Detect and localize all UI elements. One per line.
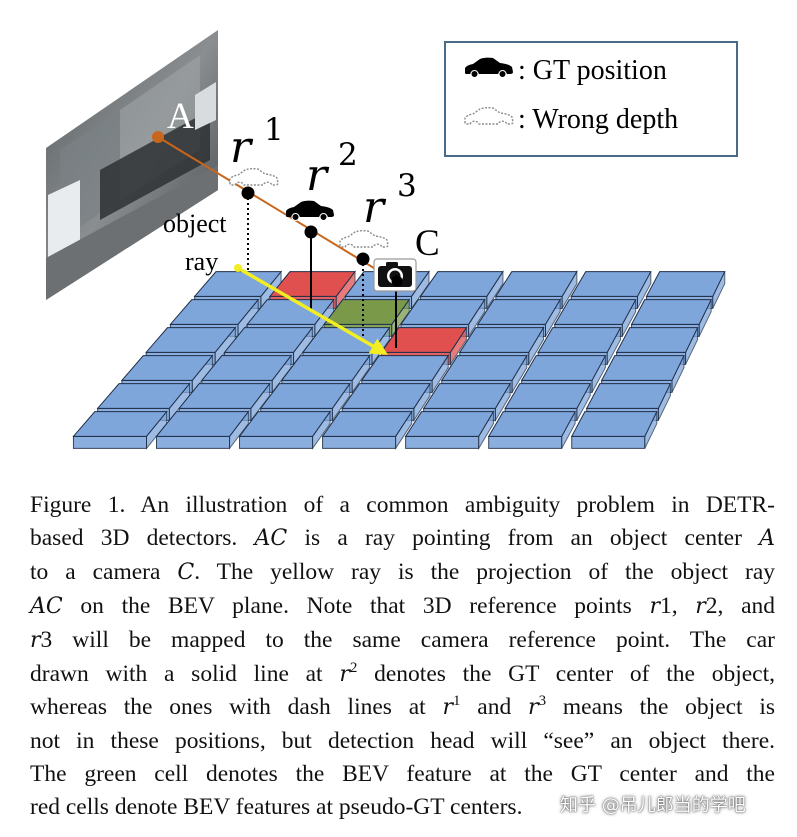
bev-cell <box>422 383 511 409</box>
green-bev-cell <box>323 299 411 325</box>
svg-text:3: 3 <box>397 168 417 204</box>
point-c-label: C <box>415 223 440 264</box>
point-a-label: A <box>167 96 194 137</box>
bev-cell <box>645 271 726 297</box>
bev-cell <box>419 271 504 297</box>
point-a-dot <box>152 131 164 143</box>
bev-cell <box>238 411 332 437</box>
r2-label: r 2 <box>306 137 358 201</box>
car-dashed-icon <box>339 229 389 248</box>
svg-text:1: 1 <box>264 112 284 148</box>
bev-cell <box>476 299 562 325</box>
object-ray-label: object ray <box>163 209 227 276</box>
r3-dot <box>356 252 370 266</box>
caption-line-10: red cells denote BEV features at pseudo-… <box>30 794 523 821</box>
bev-cell <box>169 299 260 325</box>
bev-cell <box>487 411 576 437</box>
bev-cell-side <box>239 435 314 449</box>
bev-cell <box>630 299 712 325</box>
bev-cell <box>155 411 250 437</box>
car-solid-icon <box>286 200 334 221</box>
bev-cell <box>200 355 293 381</box>
caption-line-4: AC on the BEV plane. Note that 3D refere… <box>30 592 776 619</box>
bev-cell <box>440 355 528 381</box>
bev-cell <box>615 327 699 353</box>
bev-cell <box>178 383 271 409</box>
bev-cell <box>341 383 431 409</box>
bev-cell <box>96 383 191 409</box>
caption-line-2: based 3D detectors. AC is a ray pointing… <box>30 524 776 551</box>
svg-text:r: r <box>230 122 254 173</box>
caption-line-3: to a camera C. The yellow ray is the pro… <box>30 558 776 585</box>
legend-wrong-label: : Wrong depth <box>518 104 678 135</box>
bev-cell <box>585 383 672 409</box>
bev-cell <box>553 299 637 325</box>
camera-icon <box>373 258 417 292</box>
bev-cell <box>120 355 214 381</box>
svg-text:ray: ray <box>185 247 218 276</box>
r1-dot <box>241 186 255 200</box>
bev-cell <box>494 271 578 297</box>
bev-cell <box>537 327 622 353</box>
bev-cell <box>570 411 658 437</box>
svg-text:2: 2 <box>338 137 358 173</box>
svg-text:r: r <box>363 182 387 233</box>
bev-cell <box>570 271 652 297</box>
r2-dot <box>304 225 318 239</box>
legend-gt-label: : GT position <box>518 55 667 86</box>
car-solid-icon <box>465 57 513 78</box>
bev-cell <box>280 355 371 381</box>
bev-grid <box>72 269 726 451</box>
r1-label: r 1 <box>230 112 284 173</box>
bev-cell-side <box>405 435 480 449</box>
bev-cell-side <box>155 435 231 449</box>
bev-cell-side <box>488 435 563 449</box>
bev-cell <box>400 299 486 325</box>
watermark-text: 知乎 @吊儿郎当的学吧 <box>560 795 746 816</box>
caption-line-1: Figure 1. An illustration of a common am… <box>30 492 775 518</box>
bev-projection-arrow <box>237 266 389 355</box>
bev-cell <box>321 411 413 437</box>
r3-label: r 3 <box>363 168 417 233</box>
figure-caption: Figure 1. An illustration of a common am… <box>30 489 775 824</box>
caption-line-9: The green cell denotes the BEV feature a… <box>30 761 775 788</box>
ray-origin-dot <box>234 264 242 272</box>
bev-cell <box>404 411 495 437</box>
caption-line-7: whereas the ones with dash lines at r1 a… <box>30 693 776 721</box>
bev-cell-side <box>72 435 148 449</box>
legend-box: : GT position : Wrong depth <box>444 41 738 157</box>
bev-cell <box>600 355 685 381</box>
bev-cell <box>223 327 314 353</box>
bev-cell <box>520 355 607 381</box>
bev-cell <box>72 411 168 437</box>
caption-line-8: not in these positions, but detection he… <box>30 728 775 755</box>
caption-line-5: r3 will be mapped to the same camera ref… <box>30 626 775 653</box>
red-bev-cell <box>268 271 357 297</box>
bev-cell <box>360 355 450 381</box>
bev-cell <box>193 271 283 297</box>
svg-text:object: object <box>163 209 227 238</box>
bev-cell <box>145 327 237 353</box>
bev-cell-side <box>571 435 646 449</box>
bev-cell <box>259 383 351 409</box>
camera-image-plane <box>46 30 218 300</box>
figure-diagram: A C r 1 r 2 r 3 object ray : GT position… <box>46 30 738 451</box>
bev-cell-side <box>322 435 397 449</box>
bev-cell <box>458 327 545 353</box>
caption-line-6: drawn with a solid line at r2 denotes th… <box>30 659 775 687</box>
bev-cell <box>504 383 592 409</box>
svg-text:r: r <box>306 150 330 201</box>
